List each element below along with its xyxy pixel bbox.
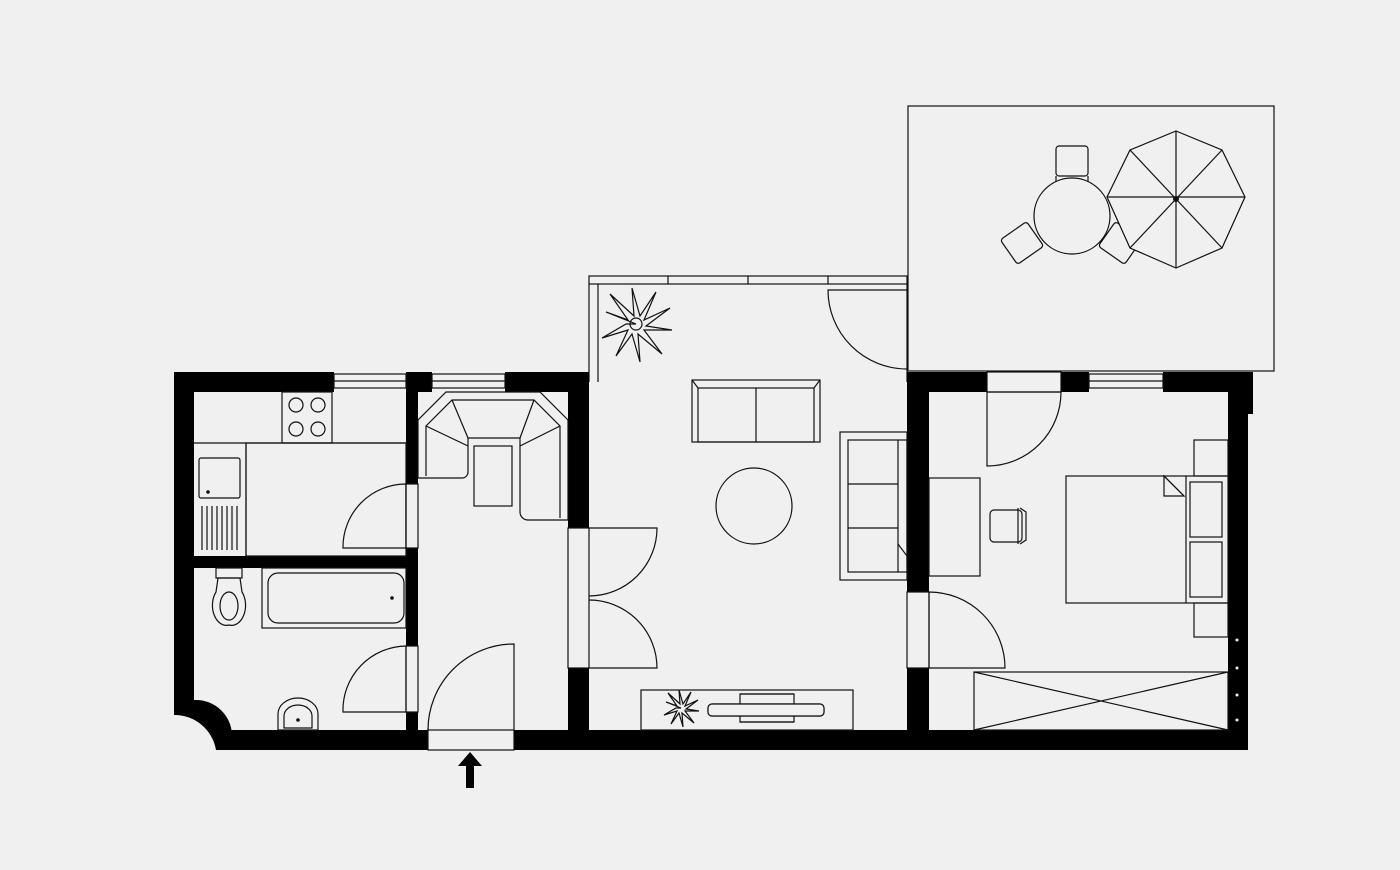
corner-sofa (417, 391, 569, 521)
living-sofa (691, 379, 821, 443)
plant-icon (601, 287, 673, 363)
desk-chair (989, 507, 1027, 545)
terrace (907, 105, 1275, 372)
desk (928, 477, 981, 577)
plant-icon (663, 689, 700, 728)
bathtub-icon (261, 567, 407, 629)
washbasin-icon (277, 697, 319, 731)
living-window-bay (588, 275, 908, 382)
terrace-chair-left (1000, 222, 1044, 264)
parasol-icon (1106, 130, 1246, 269)
terrace-table (1033, 177, 1111, 255)
windows (333, 373, 1239, 722)
entrance-arrow-icon (458, 752, 482, 788)
kitchen (194, 391, 419, 557)
nightstand-top (1193, 439, 1229, 477)
drain-board (201, 506, 238, 550)
terrace-outline (907, 105, 1275, 372)
walls (174, 372, 1253, 750)
hall-table (473, 445, 513, 507)
tv-console (640, 689, 854, 731)
stove-icon (281, 391, 333, 444)
living-armchair (839, 431, 908, 581)
living-table (715, 467, 793, 545)
bathroom (211, 567, 419, 731)
bed (1065, 439, 1229, 638)
wardrobe (973, 671, 1229, 731)
living-room (567, 287, 908, 731)
bedroom (906, 371, 1229, 731)
terrace-chair-top (1055, 145, 1089, 182)
hallway (417, 391, 569, 788)
nightstand-bottom (1193, 602, 1229, 638)
sink-icon (198, 457, 241, 499)
toilet-icon (211, 567, 247, 626)
